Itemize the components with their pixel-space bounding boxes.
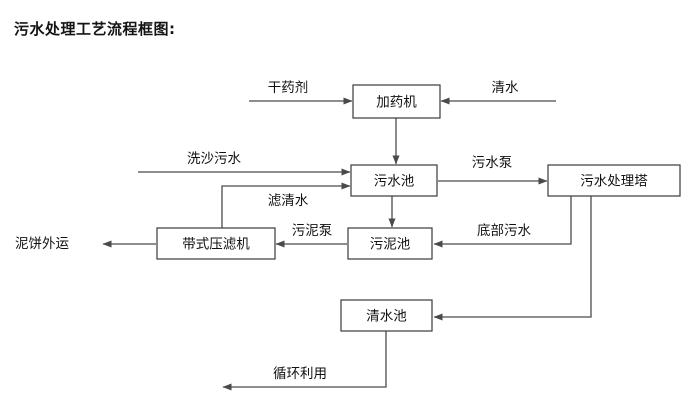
edge-label-filtrate: 滤清水 (268, 193, 309, 209)
edge-label-bottom-sewage: 底部污水 (477, 223, 531, 239)
node-label-belt-filter-press: 带式压滤机 (182, 237, 250, 253)
node-box-belt-filter-press[interactable] (156, 227, 276, 260)
node-sewage-pool[interactable]: 污水池 (350, 164, 438, 197)
edge-tower-to-clean-water (433, 196, 592, 321)
edge-bottom-sewage-to-sludge: 底部污水 (433, 196, 572, 248)
node-label-sludge-pool: 污泥池 (370, 237, 411, 253)
page-title: 污水处理工艺流程框图: (14, 20, 176, 38)
node-sludge-pool[interactable]: 污泥池 (347, 227, 433, 260)
node-dosing-machine[interactable]: 加药机 (352, 84, 441, 119)
edge-dry-chemical-to-dosing: 干药剂 (249, 80, 353, 105)
node-label-clean-water-pool: 清水池 (366, 309, 407, 325)
node-treatment-tower[interactable]: 污水处理塔 (547, 164, 681, 197)
node-box-clean-water-pool[interactable] (340, 299, 433, 332)
node-box-sewage-pool[interactable] (350, 164, 438, 197)
edge-label-clean-water-in: 清水 (492, 80, 520, 96)
edge-clean-water-recycle: 循环利用 (222, 331, 387, 391)
edge-label-dry-chemical: 干药剂 (268, 80, 309, 96)
edge-filtrate-to-sewage-pool: 滤清水 (221, 182, 351, 228)
node-label-sewage-pool: 污水池 (374, 174, 415, 190)
edge-clean-water-to-dosing: 清水 (440, 80, 556, 105)
edge-sand-wash-to-sewage-pool: 洗沙污水 (138, 151, 351, 176)
edge-sludge-pump-to-press: 污泥泵 (275, 223, 347, 248)
node-box-sludge-pool[interactable] (347, 227, 433, 260)
node-belt-filter-press[interactable]: 带式压滤机 (156, 227, 276, 260)
node-label-dosing-machine: 加药机 (376, 95, 417, 111)
edge-label-sand-wash-sewage: 洗沙污水 (187, 151, 241, 167)
node-box-dosing-machine[interactable] (352, 84, 441, 119)
terminal-label-mud-cake-out: 泥饼外运 (15, 236, 69, 252)
edge-label-sewage-pump: 污水泵 (472, 155, 513, 171)
edge-sewage-pump-to-tower: 污水泵 (438, 155, 548, 185)
edge-label-sludge-pump: 污泥泵 (292, 223, 333, 239)
node-box-treatment-tower[interactable] (547, 164, 681, 197)
node-label-treatment-tower: 污水处理塔 (580, 174, 648, 190)
edge-label-recycle: 循环利用 (273, 366, 327, 382)
node-clean-water-pool[interactable]: 清水池 (340, 299, 433, 332)
